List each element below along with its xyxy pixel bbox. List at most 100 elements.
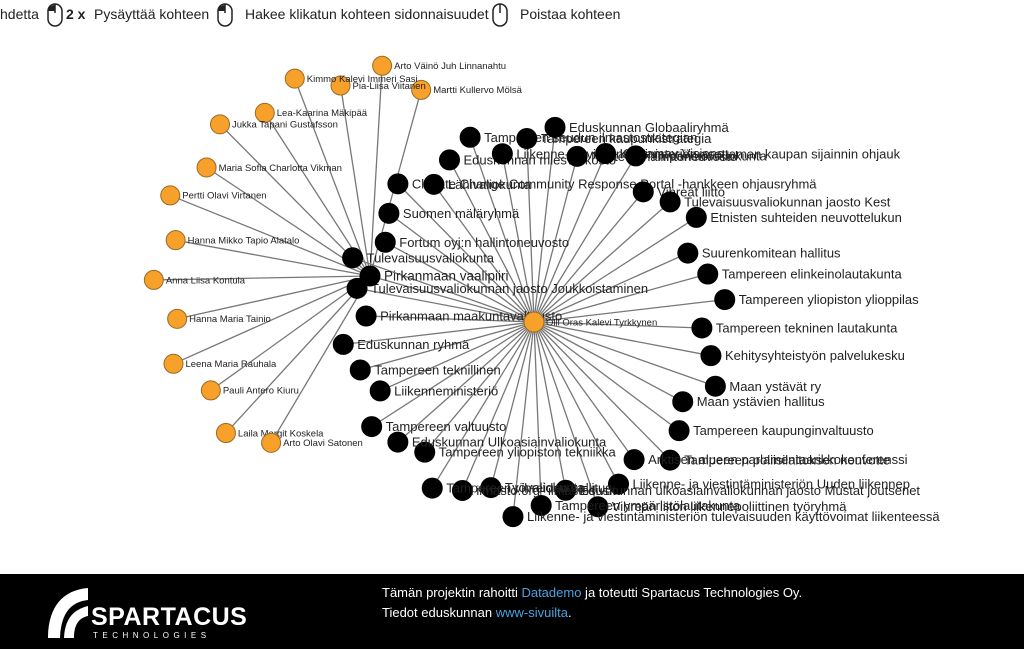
organization-node-marker[interactable] bbox=[459, 126, 481, 148]
organization-node[interactable]: Tampereen seudun ilmastostrategian bbox=[459, 126, 697, 148]
organization-node[interactable]: Tulevaisuusvaliokunnan jaosto Kest bbox=[659, 191, 891, 213]
organization-node-marker[interactable] bbox=[623, 449, 645, 471]
person-node-marker[interactable] bbox=[167, 308, 188, 329]
organization-node-marker[interactable] bbox=[544, 116, 566, 138]
organization-node-marker[interactable] bbox=[691, 317, 713, 339]
organization-node[interactable]: Kehitysyhteistyön palvelukesku bbox=[700, 345, 905, 367]
organization-node-marker[interactable] bbox=[608, 473, 630, 495]
organization-node[interactable]: Maan ystävien hallitus bbox=[672, 391, 825, 413]
organization-node-marker[interactable] bbox=[587, 496, 609, 518]
organization-node-marker[interactable] bbox=[668, 420, 690, 442]
hub-node-person-marker[interactable] bbox=[523, 311, 545, 333]
organization-node-marker[interactable] bbox=[700, 345, 722, 367]
organization-node-marker[interactable] bbox=[672, 391, 694, 413]
organization-node-marker[interactable] bbox=[625, 145, 647, 167]
organization-node-marker[interactable] bbox=[332, 333, 354, 355]
organization-node-marker[interactable] bbox=[595, 143, 617, 165]
organization-node[interactable]: Pirkanmaan maakuntavaltuusto bbox=[355, 305, 562, 327]
person-node-marker[interactable] bbox=[411, 79, 432, 100]
organization-node[interactable]: Tulevaisuusvaliokunta bbox=[342, 247, 495, 269]
organization-node-marker[interactable] bbox=[480, 477, 502, 499]
person-node-marker[interactable] bbox=[254, 102, 275, 123]
organization-node[interactable]: Maan ystävät ry bbox=[704, 375, 822, 397]
hub-node-person[interactable]: Olli Oras Kalevi Tyrkkynen bbox=[523, 311, 657, 333]
person-node-marker[interactable] bbox=[143, 269, 164, 290]
organization-node[interactable]: Eduskunnan Ulkoasiainvaliokunta bbox=[387, 431, 607, 453]
person-node-marker[interactable] bbox=[163, 353, 184, 374]
person-node-marker[interactable] bbox=[330, 75, 351, 96]
person-node-marker[interactable] bbox=[215, 423, 236, 444]
person-node[interactable]: Arto Väinö Juh Linnanahtu bbox=[372, 55, 506, 76]
organization-node[interactable]: Tampereen kaupunginvaltuusto bbox=[668, 420, 874, 442]
organization-node-marker[interactable] bbox=[555, 479, 577, 501]
person-node-marker[interactable] bbox=[196, 157, 217, 178]
person-node[interactable]: Leena Maria Rauhala bbox=[163, 353, 277, 374]
organization-node[interactable]: Tampereen kaupunkistrategia bbox=[516, 128, 712, 150]
organization-node[interactable]: Työvaliokunta bbox=[480, 477, 585, 499]
organization-node-marker[interactable] bbox=[451, 479, 473, 501]
hub-node-vaalipiiri[interactable]: Pirkanmaan vaalipiiri bbox=[359, 265, 509, 287]
organization-node-marker[interactable] bbox=[423, 173, 445, 195]
organization-node-marker[interactable] bbox=[491, 143, 513, 165]
organization-node-marker[interactable] bbox=[374, 231, 396, 253]
organization-node-marker[interactable] bbox=[516, 128, 538, 150]
organization-node-marker[interactable] bbox=[369, 380, 391, 402]
person-node[interactable]: Pertti Olavi Virtanen bbox=[160, 185, 267, 206]
organization-node[interactable]: Eduskunnan ulkoasiainvaliokunnan jaosto … bbox=[555, 479, 921, 501]
datademo-link[interactable]: Datademo bbox=[521, 585, 582, 600]
eduskunta-link[interactable]: www-sivuilta bbox=[495, 605, 568, 620]
organization-node-marker[interactable] bbox=[530, 494, 552, 516]
organization-node[interactable]: Etnisten suhteiden neuvottelukun bbox=[685, 206, 902, 228]
person-node[interactable]: Hanna Maria Tainio bbox=[167, 308, 271, 329]
organization-node[interactable]: Tampereen teknillinen bbox=[349, 359, 501, 381]
organization-node-marker[interactable] bbox=[659, 191, 681, 213]
organization-node-marker[interactable] bbox=[697, 263, 719, 285]
organization-node[interactable]: Liikenneministeriö bbox=[369, 380, 498, 402]
organization-node[interactable]: Lähivaliokunta bbox=[423, 173, 532, 195]
organization-node-marker[interactable] bbox=[685, 206, 707, 228]
person-node[interactable]: Pauli Antero Kiuru bbox=[200, 380, 299, 401]
person-node[interactable]: Anna Liisa Kontula bbox=[143, 269, 246, 290]
person-node[interactable]: Martti Kullervo Mölsä bbox=[411, 79, 523, 100]
organization-node-marker[interactable] bbox=[387, 431, 409, 453]
hub-node-vaalipiiri-marker[interactable] bbox=[359, 265, 381, 287]
organization-node[interactable]: Tampereen vihreiden hallitus bbox=[421, 477, 612, 499]
person-node-marker[interactable] bbox=[284, 68, 305, 89]
organization-node[interactable]: Liikenne- ja viestintäministeriön tuleva… bbox=[502, 506, 940, 528]
organization-node[interactable]: Arktisen alueen parlamentaarikkokonferen… bbox=[623, 449, 908, 471]
person-node-marker[interactable] bbox=[261, 432, 282, 453]
organization-node[interactable]: Vihreän liiton liikennepoliittinen työry… bbox=[587, 496, 847, 518]
organization-node[interactable]: Climate Change Community Response Portal… bbox=[387, 173, 817, 195]
organization-node-marker[interactable] bbox=[342, 247, 364, 269]
organization-node-marker[interactable] bbox=[704, 375, 726, 397]
organization-node-marker[interactable] bbox=[502, 506, 524, 528]
organization-node[interactable]: Eduskunnan ryhmä bbox=[332, 333, 470, 355]
organization-node[interactable]: Tampereen elinkeinolautakunta bbox=[697, 263, 903, 285]
organization-node[interactable]: Tampereen yliopiston tekniikka bbox=[414, 441, 617, 463]
person-node[interactable]: Lea-Kaarina Mäkipää bbox=[254, 102, 368, 123]
person-node[interactable]: Pia-Liisa Viitanen bbox=[330, 75, 426, 96]
organization-node-marker[interactable] bbox=[355, 305, 377, 327]
person-node[interactable]: Jukka Tapani Gustafsson bbox=[210, 114, 338, 135]
organization-node[interactable]: Fortum oyj:n hallintoneuvosto bbox=[374, 231, 569, 253]
organization-node[interactable]: Suurenkomitean hallitus bbox=[677, 242, 841, 264]
organization-node-marker[interactable] bbox=[632, 181, 654, 203]
organization-node-marker[interactable] bbox=[659, 449, 681, 471]
organization-node[interactable]: ilmasto.org- ilmastosivut bbox=[451, 479, 616, 501]
organization-node-marker[interactable] bbox=[414, 441, 436, 463]
person-node-marker[interactable] bbox=[160, 185, 181, 206]
person-node-marker[interactable] bbox=[200, 380, 221, 401]
organization-node[interactable]: Liikenne- ja viestintäministeriön Uuden … bbox=[608, 473, 911, 495]
organization-node-marker[interactable] bbox=[387, 173, 409, 195]
organization-node-marker[interactable] bbox=[421, 477, 443, 499]
organization-node[interactable]: Tampereen valtuusto bbox=[361, 416, 507, 438]
person-node[interactable]: Hanna Mikko Tapio Alatalo bbox=[165, 230, 299, 251]
organization-node-marker[interactable] bbox=[677, 242, 699, 264]
person-node[interactable]: Kimmo Kalevi Immeri Sasi bbox=[284, 68, 418, 89]
organization-node[interactable]: Tampereen yliopiston ylioppilas bbox=[714, 289, 919, 311]
organization-node[interactable]: Eduskunnan Globaaliryhmä bbox=[544, 116, 729, 138]
person-node[interactable]: Laila Margit Koskela bbox=[215, 423, 324, 444]
network-graph[interactable]: Martti Kullervo Mölsä Arto Väinö Juh Linn… bbox=[0, 32, 1024, 572]
person-node-marker[interactable] bbox=[372, 55, 393, 76]
organization-node[interactable]: Ympäristövaliokunta bbox=[625, 145, 768, 167]
